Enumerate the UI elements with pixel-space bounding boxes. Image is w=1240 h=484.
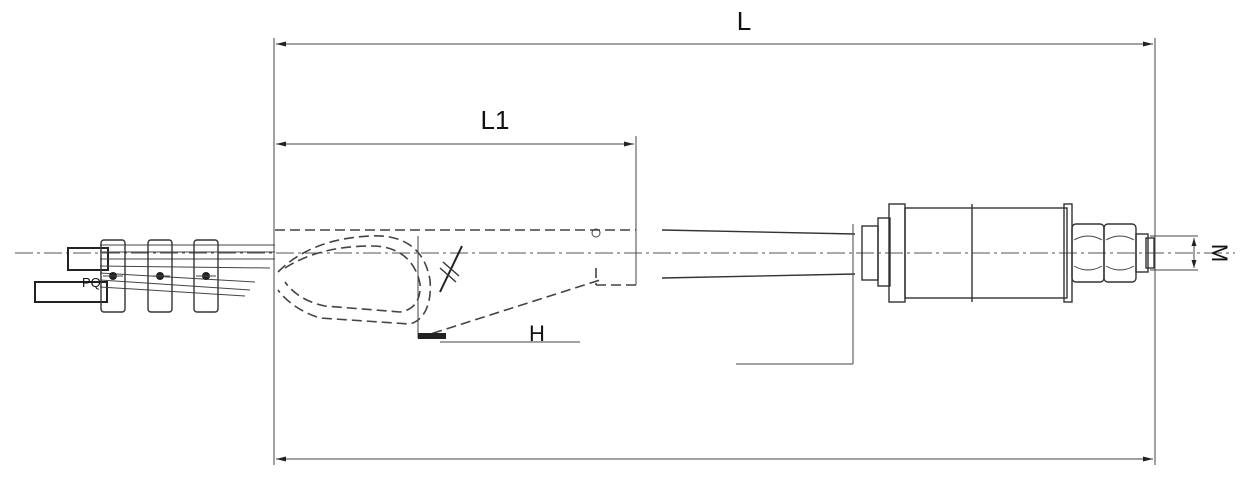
spring-barrel [861,203,1073,303]
conductor-end: PQ [34,239,275,313]
arrow-down-icon [1191,260,1197,268]
dimension-m: M [1150,235,1232,271]
label-m: M [1207,244,1232,262]
arrow-right-icon [1143,41,1153,47]
strand-mark: PQ [82,275,101,290]
barrel-cylinder [904,207,1068,299]
dimension-l: L [273,6,1156,465]
wedge-body [275,228,636,339]
strand-line [99,272,256,283]
thimble-inner [284,245,421,313]
strand-end-lower [34,281,108,303]
arrow-left-icon [276,141,286,147]
tension-rod [661,224,856,365]
rod-bottom-edge [661,273,856,279]
rod-top-edge [661,229,856,235]
arrow-left-icon [276,41,286,47]
wedge-tip [418,333,446,339]
arrow-up-icon [1191,238,1197,246]
pin-hole [591,228,601,238]
wedge-lower-edge [417,279,601,339]
clamp-ring [147,239,173,313]
thimble-outer [277,235,432,325]
clamp-ring [100,239,126,313]
thread-end [1135,233,1149,273]
dimension-h: H [440,321,580,346]
label-l1: L1 [481,105,510,135]
strand-line [99,265,271,269]
arrow-left-icon [276,456,286,462]
nut-chamfers [1073,235,1135,271]
clamp-ring [193,239,219,313]
arrow-right-icon [1143,456,1153,462]
label-h: H [529,321,545,346]
locking-pin [439,245,463,293]
thread-tip [1145,237,1155,269]
hex-nuts [1071,223,1155,283]
dimension-l1: L1 [276,105,637,285]
label-l: L [737,6,751,36]
barrel-flange-inner [877,217,891,287]
arrow-right-icon [624,141,634,147]
